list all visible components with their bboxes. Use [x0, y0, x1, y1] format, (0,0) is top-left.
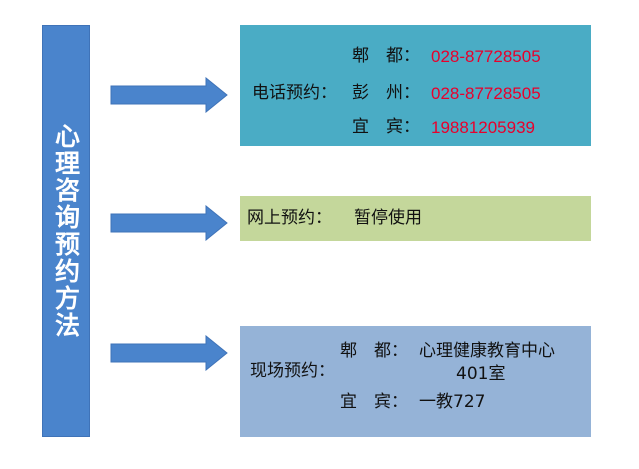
- onsite-place-yibin: 一教727: [419, 392, 486, 412]
- online-status: 暂停使用: [354, 208, 422, 228]
- online-appointment-box: 网上预约： 暂停使用: [240, 196, 591, 241]
- phone-number-pidu: 028-87728505: [431, 47, 541, 66]
- onsite-place-pidu-room: 401室: [456, 364, 506, 384]
- onsite-label: 现场预约：: [250, 361, 335, 381]
- onsite-appointment-box: 现场预约： 郫 都： 心理健康教育中心 401室 宜 宾： 一教727: [240, 326, 591, 437]
- arrow-to-phone: [110, 77, 228, 113]
- diagram-title: 心理咨询预约方法: [51, 123, 81, 339]
- title-bar: 心理咨询预约方法: [42, 25, 90, 437]
- arrow-to-onsite: [110, 335, 228, 371]
- phone-label: 电话预约：: [252, 83, 337, 103]
- online-label: 网上预约：: [247, 208, 332, 228]
- phone-number-yibin: 19881205939: [431, 118, 536, 137]
- onsite-place-pidu: 心理健康教育中心: [419, 341, 555, 361]
- phone-campus-pidu: 郫 都：: [352, 46, 420, 66]
- phone-number-pengzhou: 028-87728505: [431, 84, 541, 103]
- phone-campus-pengzhou: 彭 州：: [352, 83, 420, 103]
- onsite-campus-pidu: 郫 都：: [340, 341, 408, 361]
- phone-campus-yibin: 宜 宾：: [352, 117, 420, 137]
- arrow-to-online: [110, 205, 228, 241]
- onsite-campus-yibin: 宜 宾：: [340, 392, 408, 412]
- phone-appointment-box: 电话预约： 郫 都： 028-87728505 彭 州： 028-8772850…: [240, 25, 591, 146]
